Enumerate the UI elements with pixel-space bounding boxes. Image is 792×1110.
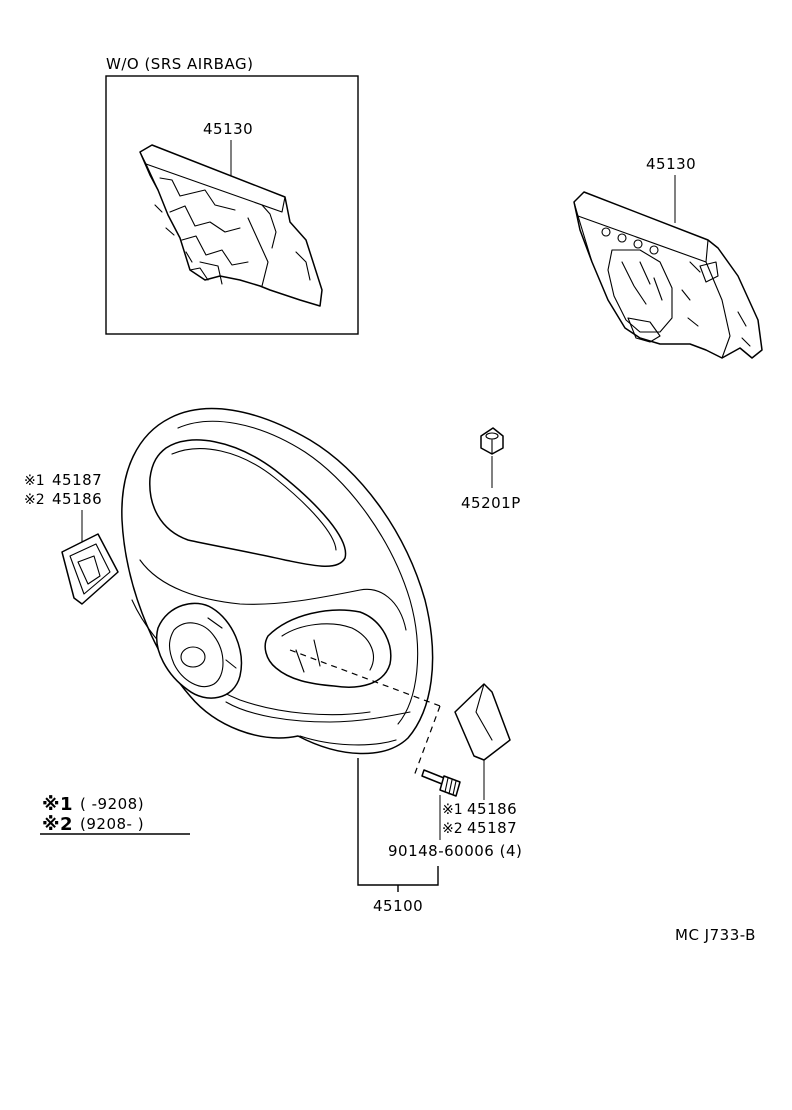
assembly-line-emblem (289, 649, 441, 707)
assembly-line-screw (413, 705, 441, 777)
screw-90148-60006: 90148-60006 (4) (388, 769, 522, 860)
emblem-right-drawing (454, 683, 511, 761)
inset-wo-srs-airbag: W/O (SRS AIRBAG) 45130 (105, 55, 359, 335)
inset-part-label: 45130 (203, 120, 253, 138)
emblem-right: ※1 45186 ※2 45187 (442, 683, 517, 837)
legend-mark-2: ※2 (42, 814, 73, 835)
steering-wheel-drawing (121, 407, 434, 755)
emblem-left-num-1: 45187 (52, 471, 102, 489)
emblem-right-num-1: 45186 (467, 800, 517, 818)
legend-text-2: (9208- ) (80, 815, 144, 833)
horn-pad-drawing (573, 191, 763, 359)
nut-45201p: 45201P (461, 427, 521, 512)
horn-pad-assembly: 45130 (573, 155, 763, 359)
emblem-left-drawing (61, 533, 119, 605)
legend-mark-1: ※1 (42, 794, 73, 815)
legend-text-1: ( -9208) (80, 795, 144, 813)
wheel-label: 45100 (373, 897, 423, 915)
date-legend: ※1 ( -9208) ※2 (9208- ) (40, 794, 190, 835)
inset-title: W/O (SRS AIRBAG) (106, 55, 253, 73)
emblem-right-mark-2: ※2 (442, 821, 463, 837)
nut-drawing (480, 427, 504, 455)
emblem-left-mark-2: ※2 (24, 492, 45, 508)
emblem-left: ※1 45187 ※2 45186 (24, 471, 119, 605)
pad-part-label: 45130 (646, 155, 696, 173)
emblem-left-mark-1: ※1 (24, 473, 45, 489)
emblem-right-num-2: 45187 (467, 819, 517, 837)
figure-code: MC J733-B (675, 926, 756, 944)
screw-label: 90148-60006 (4) (388, 842, 522, 860)
emblem-right-mark-1: ※1 (442, 802, 463, 818)
emblem-left-num-2: 45186 (52, 490, 102, 508)
horn-pad-no-airbag-drawing (139, 144, 323, 307)
steering-wheel-45100: 45100 (121, 407, 441, 915)
nut-label: 45201P (461, 494, 521, 512)
inset-frame (105, 75, 359, 335)
screw-drawing (421, 769, 461, 797)
